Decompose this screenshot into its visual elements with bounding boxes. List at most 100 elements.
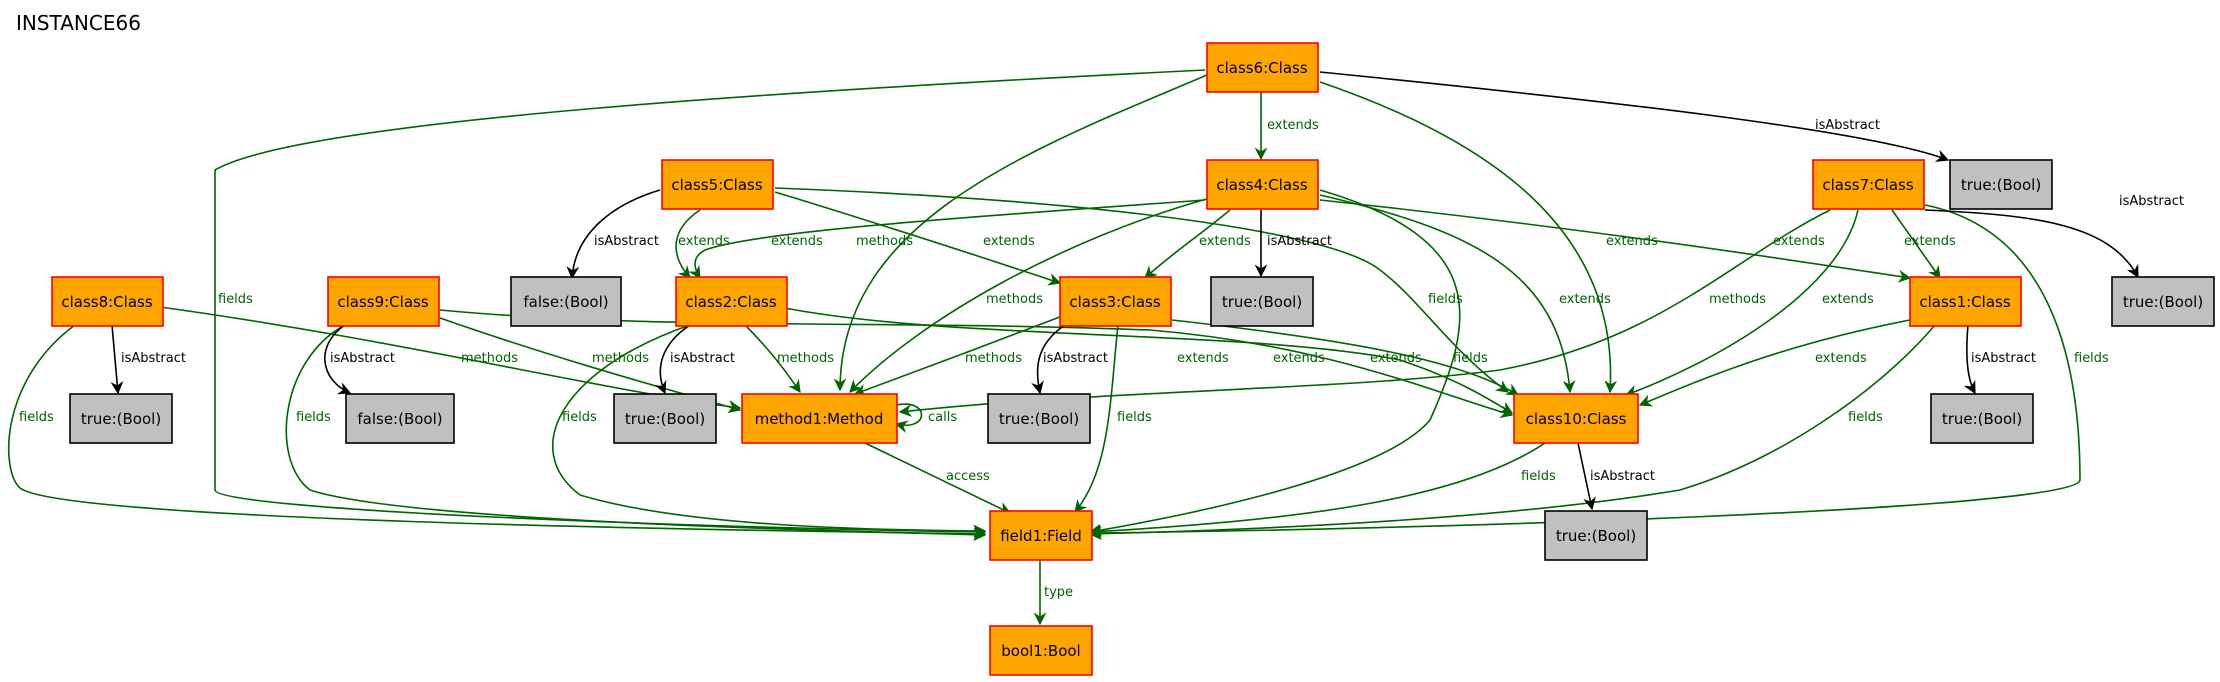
node-bool1[interactable]: bool1:Bool: [989, 625, 1093, 676]
label-class6-extends-class10: extends: [1606, 234, 1658, 249]
value-class4-isAbstract[interactable]: true:(Bool): [1210, 276, 1314, 327]
edge-class5-extends-class3: [774, 191, 1062, 286]
node-field1-label: field1:Field: [1000, 527, 1082, 545]
node-class7[interactable]: class7:Class: [1812, 159, 1925, 210]
value-class7-isAbstract[interactable]: true:(Bool): [2111, 276, 2215, 327]
label-class4-extends-class3: extends: [1199, 234, 1251, 249]
node-class6-label: class6:Class: [1216, 59, 1307, 77]
label-class1-extends-class10: extends: [1815, 351, 1867, 366]
label-class3-extends-class10: extends: [1370, 351, 1422, 366]
edge-class4-fields-field1: [1088, 189, 1461, 537]
label-class2-fields: fields: [562, 410, 597, 425]
node-class4-label: class4:Class: [1216, 176, 1307, 194]
edge-class4-extends-class1: [1319, 199, 1912, 283]
edge-labels: fields methods extends extends isAbstrac…: [19, 118, 2184, 600]
edge-class7-fields-field1: [1088, 204, 2081, 540]
node-class4[interactable]: class4:Class: [1206, 159, 1319, 210]
node-bool1-label: bool1:Bool: [1001, 642, 1080, 660]
edge-method1-calls-method1: [894, 403, 923, 433]
edge-class6-isAbstract-value: [1319, 71, 1950, 162]
label-class9-isAbstract: isAbstract: [330, 351, 395, 366]
label-class2-methods: methods: [777, 351, 834, 366]
value-class9-isAbstract-label: false:(Bool): [357, 410, 442, 428]
edge-class5-extends-class2: [675, 209, 701, 279]
node-class6[interactable]: class6:Class: [1206, 42, 1319, 93]
node-class1[interactable]: class1:Class: [1909, 276, 2022, 327]
node-class10[interactable]: class10:Class: [1513, 393, 1639, 444]
edges: [7, 69, 2139, 626]
edge-class1-fields-field1: [1088, 324, 1936, 541]
value-class1-isAbstract[interactable]: true:(Bool): [1930, 393, 2034, 444]
label-field1-type: type: [1044, 585, 1073, 600]
node-class3-label: class3:Class: [1069, 293, 1160, 311]
value-class9-isAbstract[interactable]: false:(Bool): [345, 393, 455, 444]
edge-class3-isAbstract-value: [1031, 324, 1066, 395]
value-class6-isAbstract[interactable]: true:(Bool): [1949, 159, 2053, 210]
node-class9[interactable]: class9:Class: [327, 276, 440, 327]
label-class3-methods: methods: [965, 351, 1022, 366]
label-class10-isAbstract: isAbstract: [1590, 469, 1655, 484]
value-class5-isAbstract-label: false:(Bool): [523, 293, 608, 311]
value-class3-isAbstract-label: true:(Bool): [999, 410, 1079, 428]
node-class8[interactable]: class8:Class: [51, 276, 164, 327]
label-class1-fields: fields: [1848, 410, 1883, 425]
label-class3-isAbstract: isAbstract: [1043, 351, 1108, 366]
label-class5-isAbstract: isAbstract: [594, 234, 659, 249]
label-class10-fields: fields: [1521, 469, 1556, 484]
label-class8-methods: methods: [461, 351, 518, 366]
label-class4-extends-class10: extends: [1559, 292, 1611, 307]
label-class2-extends-class10: extends: [1273, 351, 1325, 366]
label-class4-isAbstract: isAbstract: [1267, 234, 1332, 249]
edge-class2-extends-class10: [784, 307, 1514, 414]
label-method1-calls: calls: [928, 410, 957, 425]
edge-class2-methods-method1: [744, 324, 801, 394]
node-method1[interactable]: method1:Method: [741, 393, 898, 444]
value-class2-isAbstract-label: true:(Bool): [625, 410, 705, 428]
edge-class4-extends-class10: [1319, 194, 1576, 394]
node-class2-label: class2:Class: [685, 293, 776, 311]
label-class4-extends-class1: extends: [1773, 234, 1825, 249]
edge-class2-fields-field1: [552, 324, 987, 538]
edge-class9-isAbstract-value: [324, 324, 352, 395]
node-method1-label: method1:Method: [755, 410, 884, 428]
label-class2-isAbstract: isAbstract: [670, 351, 735, 366]
label-class6-isAbstract: isAbstract: [1815, 118, 1880, 133]
edge-class1-extends-class10: [1638, 319, 1911, 407]
edge-class3-extends-class10: [1171, 319, 1520, 396]
edge-class7-extends-class10: [1624, 209, 1859, 397]
edge-class8-fields-field1: [7, 324, 987, 541]
label-class4-fields: fields: [1453, 351, 1488, 366]
node-class1-label: class1:Class: [1919, 293, 2010, 311]
node-class7-label: class7:Class: [1822, 176, 1913, 194]
value-class10-isAbstract-label: true:(Bool): [1556, 527, 1636, 545]
label-class6-extends-class4: extends: [1267, 118, 1319, 133]
edge-class7-extends-class1: [1891, 209, 1941, 280]
node-class3[interactable]: class3:Class: [1059, 276, 1172, 327]
label-class6-fields: fields: [218, 292, 253, 307]
value-class10-isAbstract[interactable]: true:(Bool): [1544, 510, 1648, 561]
label-class8-isAbstract: isAbstract: [121, 351, 186, 366]
value-class5-isAbstract[interactable]: false:(Bool): [510, 276, 622, 327]
node-field1[interactable]: field1:Field: [989, 510, 1093, 561]
value-class1-isAbstract-label: true:(Bool): [1942, 410, 2022, 428]
value-class3-isAbstract[interactable]: true:(Bool): [987, 393, 1091, 444]
edge-method1-access-field1: [864, 442, 1012, 514]
node-class2[interactable]: class2:Class: [675, 276, 788, 327]
label-class9-extends-class10: extends: [1177, 351, 1229, 366]
label-class9-methods: methods: [592, 351, 649, 366]
label-class4-methods: methods: [986, 292, 1043, 307]
edge-class9-fields-field1: [285, 324, 987, 542]
value-class2-isAbstract[interactable]: true:(Bool): [613, 393, 717, 444]
node-class5[interactable]: class5:Class: [661, 159, 774, 210]
diagram-title: INSTANCE66: [16, 11, 141, 35]
value-class8-isAbstract[interactable]: true:(Bool): [69, 393, 173, 444]
edge-class6-fields-field1: [214, 69, 1206, 539]
label-method1-access: access: [946, 469, 990, 484]
node-class8-label: class8:Class: [61, 293, 152, 311]
label-class7-extends-class1: extends: [1904, 234, 1956, 249]
edge-class5-fields-field1: [774, 187, 1510, 393]
edge-class10-isAbstract-value: [1577, 442, 1596, 511]
label-class5-extends-class2: extends: [678, 234, 730, 249]
edge-class8-isAbstract-value: [110, 324, 124, 395]
